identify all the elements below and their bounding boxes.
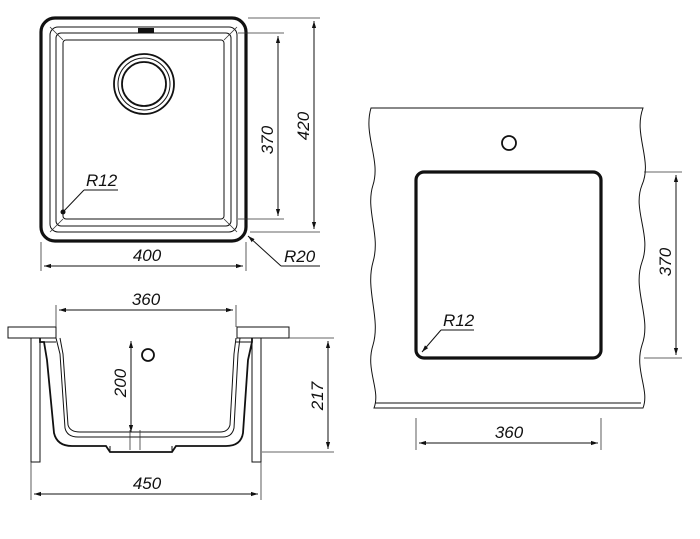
countertop-section-right <box>236 326 290 339</box>
dim-outer-height: 420 <box>248 17 320 233</box>
cabinet-wall-right <box>251 337 262 463</box>
cutout-opening <box>414 170 603 360</box>
dim-width-360-section: 360 <box>55 290 237 327</box>
cabinet-wall-left <box>30 337 41 463</box>
dim-217-label: 217 <box>308 381 327 411</box>
dim-450-label: 450 <box>133 474 162 493</box>
dim-360-cutout-label: 360 <box>495 423 524 442</box>
dim-inner-height: 370 <box>238 32 284 220</box>
sink-outer-rim <box>39 16 248 243</box>
overflow-slot <box>138 28 154 33</box>
top-radius-r12-label: R12 <box>86 171 118 190</box>
dim-width-360-cutout: 360 <box>415 418 602 450</box>
dim-400-label: 400 <box>133 246 162 265</box>
top-radius-r20-label: R20 <box>284 247 316 266</box>
dim-420-label: 420 <box>294 111 313 140</box>
faucet-hole-top <box>501 135 517 151</box>
dim-370-cutout-label: 370 <box>656 247 675 276</box>
top-view: R12 370 420 400 R20 <box>39 16 320 271</box>
sink-section-profile <box>39 338 253 453</box>
dim-200-label: 200 <box>111 368 130 398</box>
top-radius-r12-callout: R12 <box>60 171 118 215</box>
countertop-outline <box>368 107 646 409</box>
dim-depth-217: 217 <box>262 337 334 453</box>
top-radius-r20-callout: R20 <box>247 235 320 267</box>
dim-height-370-cutout: 370 <box>644 171 682 359</box>
drain-hole <box>113 53 175 115</box>
cutout-radius-r12-label: R12 <box>443 311 475 330</box>
dim-width-400: 400 <box>40 242 247 271</box>
countertop-view: R12 370 360 <box>368 107 682 450</box>
cutout-radius-r12-callout: R12 <box>421 311 475 353</box>
section-view: 360 200 217 450 <box>7 290 334 500</box>
dim-360-section-label: 360 <box>132 290 161 309</box>
faucet-hole-section <box>141 348 155 362</box>
countertop-section-left <box>7 326 57 339</box>
dim-370-label: 370 <box>258 125 277 154</box>
sink-bowl-floor <box>62 39 225 220</box>
sink-rim-inner-edge <box>49 26 238 233</box>
dim-depth-200: 200 <box>111 341 134 432</box>
dim-width-450: 450 <box>30 462 262 500</box>
